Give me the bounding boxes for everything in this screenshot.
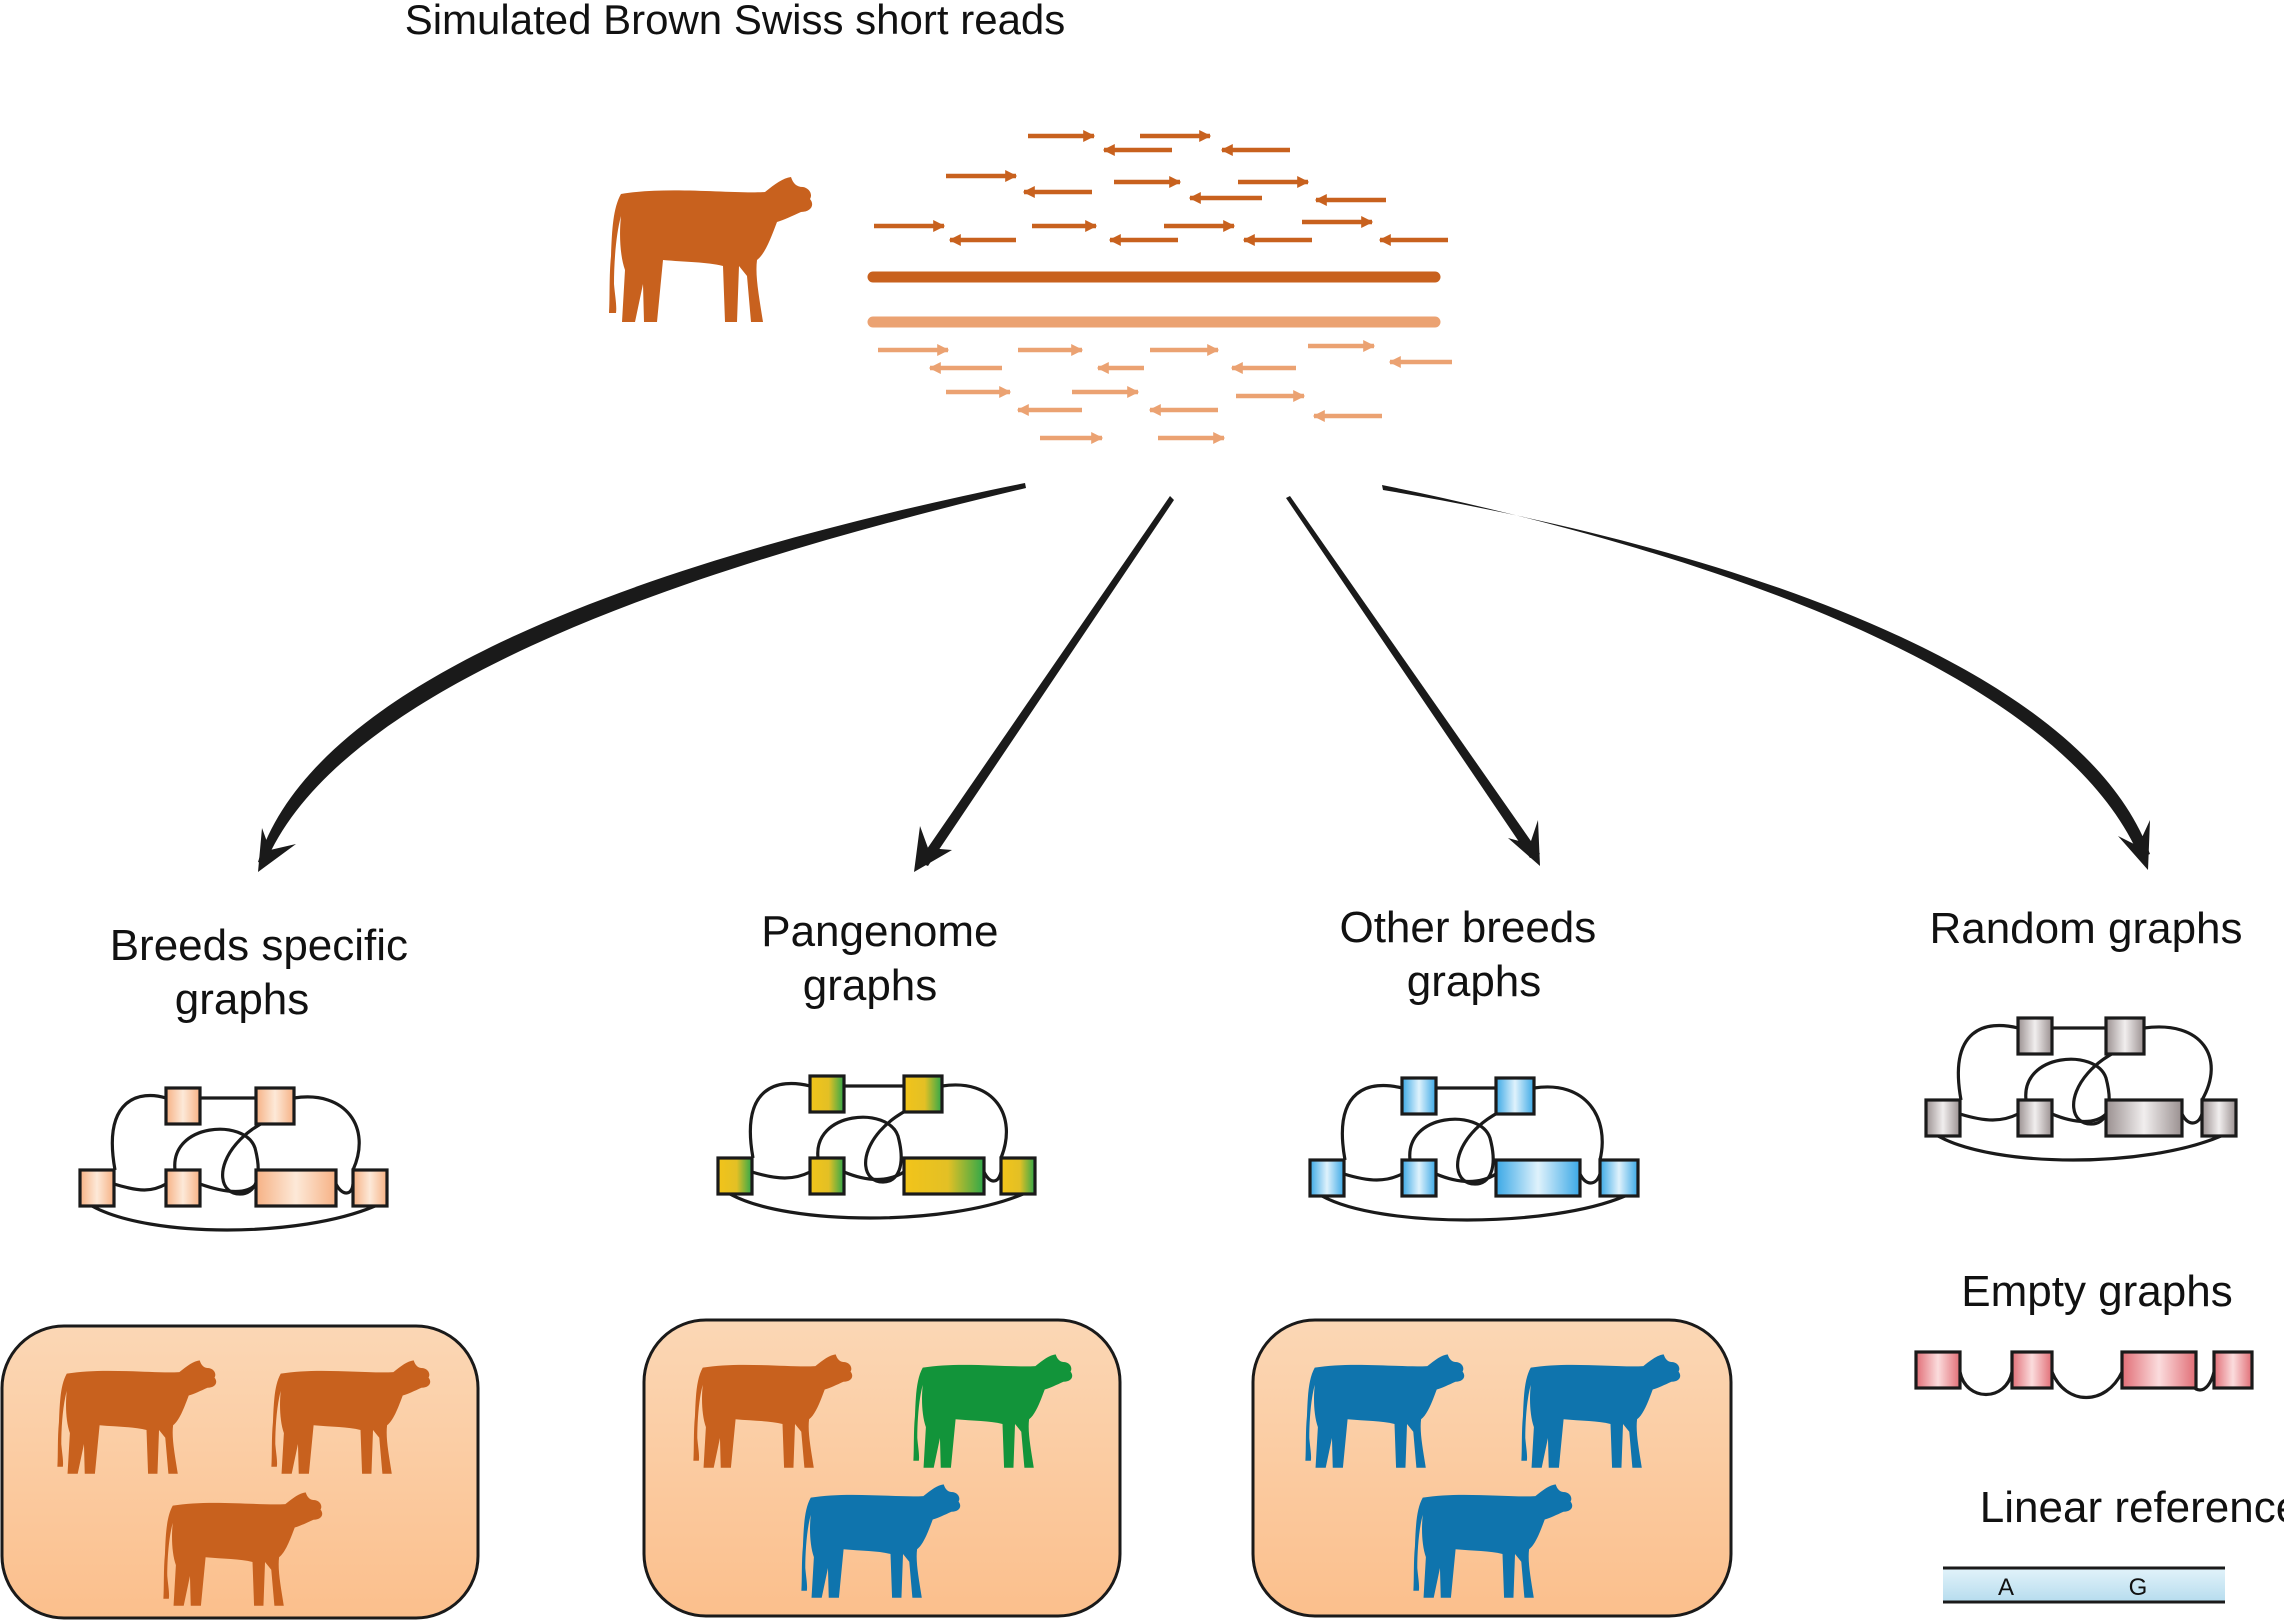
group-label-other-breeds: Other breeds graphs	[1339, 903, 1608, 1006]
reference-base: A	[1998, 1574, 2014, 1601]
graph-random	[1924, 1016, 2238, 1162]
label-line: graphs	[803, 961, 938, 1010]
graph-node	[2016, 1016, 2054, 1056]
graph-node	[164, 1168, 202, 1208]
reads-lower-strand	[878, 340, 1452, 444]
label-line: Other breeds	[1339, 903, 1596, 952]
graph-node	[1400, 1076, 1438, 1116]
graph-node	[2120, 1350, 2198, 1390]
label-line: Random graphs	[1929, 904, 2242, 953]
title: Simulated Brown Swiss short reads	[405, 0, 1066, 43]
label-line: graphs	[175, 975, 310, 1024]
graph-node	[2010, 1350, 2054, 1390]
graph-node	[808, 1074, 846, 1114]
group-label-random: Random graphs	[1929, 904, 2242, 953]
graph-node	[716, 1156, 754, 1196]
empty-graph	[1914, 1350, 2254, 1399]
reference-base: G	[2129, 1574, 2148, 1601]
graph-node	[999, 1156, 1037, 1196]
graph-node	[902, 1156, 986, 1196]
arrowhead	[2118, 820, 2150, 870]
group-label-pangenome: Pangenome graphs	[761, 907, 1011, 1010]
graph-node	[351, 1168, 389, 1208]
graph-node	[78, 1168, 116, 1208]
reads-upper-strand	[874, 130, 1448, 246]
graph-node	[902, 1074, 944, 1114]
graph-node	[1494, 1076, 1536, 1116]
arrow-to-pangenome	[918, 496, 1174, 866]
panel-breeds-specific	[0, 1324, 480, 1620]
graph-node	[1914, 1350, 1962, 1390]
arrowhead	[1508, 820, 1540, 866]
reference-sequence	[1943, 1568, 2225, 1602]
graph-node	[808, 1156, 846, 1196]
graph-breeds-specific	[78, 1086, 389, 1232]
graph-node	[1400, 1158, 1438, 1198]
graph-node	[1308, 1158, 1346, 1198]
arrow-to-breed-specific	[258, 483, 1026, 864]
graph-node	[1598, 1158, 1640, 1198]
cow-icon	[609, 177, 813, 322]
graph-node	[1494, 1158, 1582, 1198]
graph-node	[254, 1086, 296, 1126]
graph-node	[254, 1168, 338, 1208]
arrow-to-other-breeds	[1286, 496, 1540, 858]
arrowhead	[914, 826, 952, 872]
graph-node	[2212, 1350, 2254, 1390]
label-line: graphs	[1407, 957, 1542, 1006]
graph-node	[1924, 1098, 1962, 1138]
graph-node	[2104, 1098, 2184, 1138]
graph-node	[164, 1086, 202, 1126]
panel-pangenome	[642, 1318, 1122, 1618]
label-line: Pangenome	[761, 907, 998, 956]
linear-reference-label: Linear reference	[1980, 1483, 2284, 1532]
linear-reference-bar: A G	[1943, 1566, 2225, 1604]
empty-graphs-label: Empty graphs	[1961, 1267, 2232, 1316]
flow-arrows	[258, 483, 2150, 872]
label-line: Breeds specific	[110, 921, 408, 970]
graph-other-breeds	[1308, 1076, 1640, 1222]
group-label-breeds-specific: Breeds specific graphs	[110, 921, 421, 1024]
graph-node	[2200, 1098, 2238, 1138]
arrowhead	[258, 828, 296, 872]
graph-node	[2016, 1098, 2054, 1138]
graph-pangenome	[716, 1074, 1037, 1220]
panel-other-breeds	[1251, 1318, 1733, 1618]
graph-node	[2104, 1016, 2146, 1056]
